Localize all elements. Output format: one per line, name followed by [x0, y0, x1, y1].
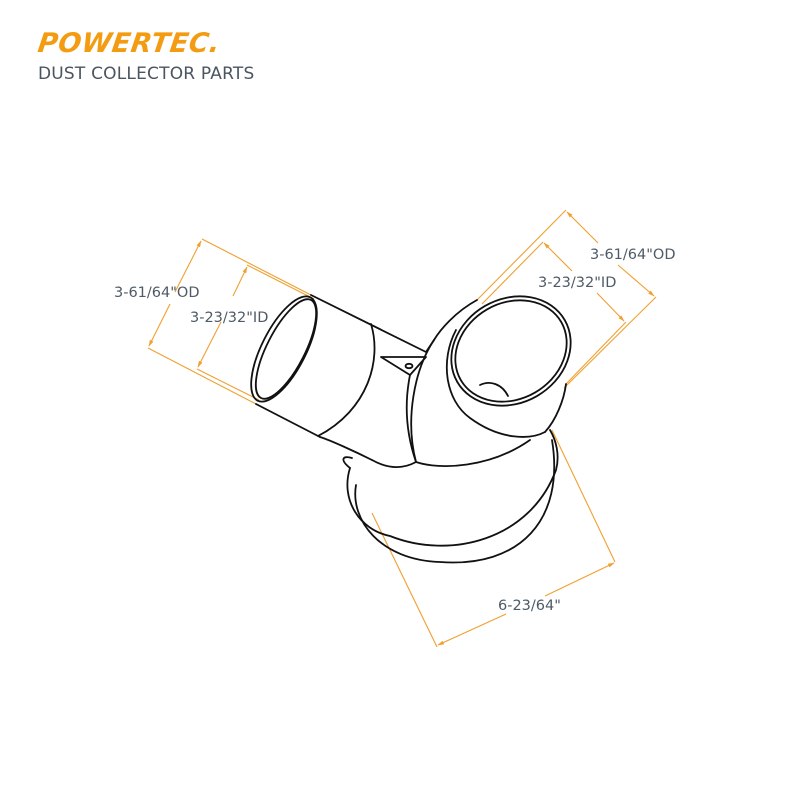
dimension-lines	[147, 209, 657, 648]
left-od-label: 3-61/64"OD	[114, 285, 200, 301]
right-id-label: 3-23/32"ID	[538, 275, 616, 291]
right-od-label: 3-61/64"OD	[590, 247, 676, 263]
fitting-outline	[250, 294, 572, 564]
left-id-label: 3-23/32"ID	[190, 310, 268, 326]
category-subtitle: DUST COLLECTOR PARTS	[38, 64, 255, 84]
base-width-label: 6-23/64"	[498, 598, 561, 614]
brand-header: POWERTEC. DUST COLLECTOR PARTS	[36, 28, 255, 84]
